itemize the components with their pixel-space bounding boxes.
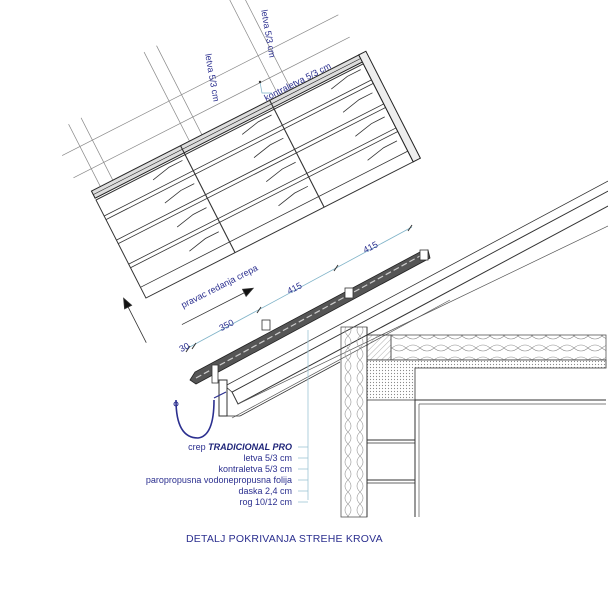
legend-tile-brand: TRADICIONAL PRO <box>208 442 292 452</box>
legend-item: rog 10/12 cm <box>239 497 292 507</box>
dimension-line <box>185 224 413 353</box>
drawing-title: DETALJ POKRIVANJA STREHE KROVA <box>186 533 383 545</box>
legend-item: paropropusna vodonepropusna folija <box>145 475 292 485</box>
legend-leaders <box>298 446 308 503</box>
leader-line <box>259 81 272 94</box>
tile-plan-view <box>61 0 422 343</box>
layers-legend: crep TRADICIONAL PRO letva 5/3 cm kontra… <box>146 442 292 508</box>
roof-section <box>173 180 608 518</box>
legend-item: kontraletva 5/3 cm <box>218 464 292 474</box>
legend-tile: crep TRADICIONAL PRO <box>146 442 292 453</box>
legend-item: daska 2,4 cm <box>238 486 292 496</box>
legend-item: letva 5/3 cm <box>243 453 292 463</box>
legend-tile-prefix: crep <box>188 442 206 452</box>
